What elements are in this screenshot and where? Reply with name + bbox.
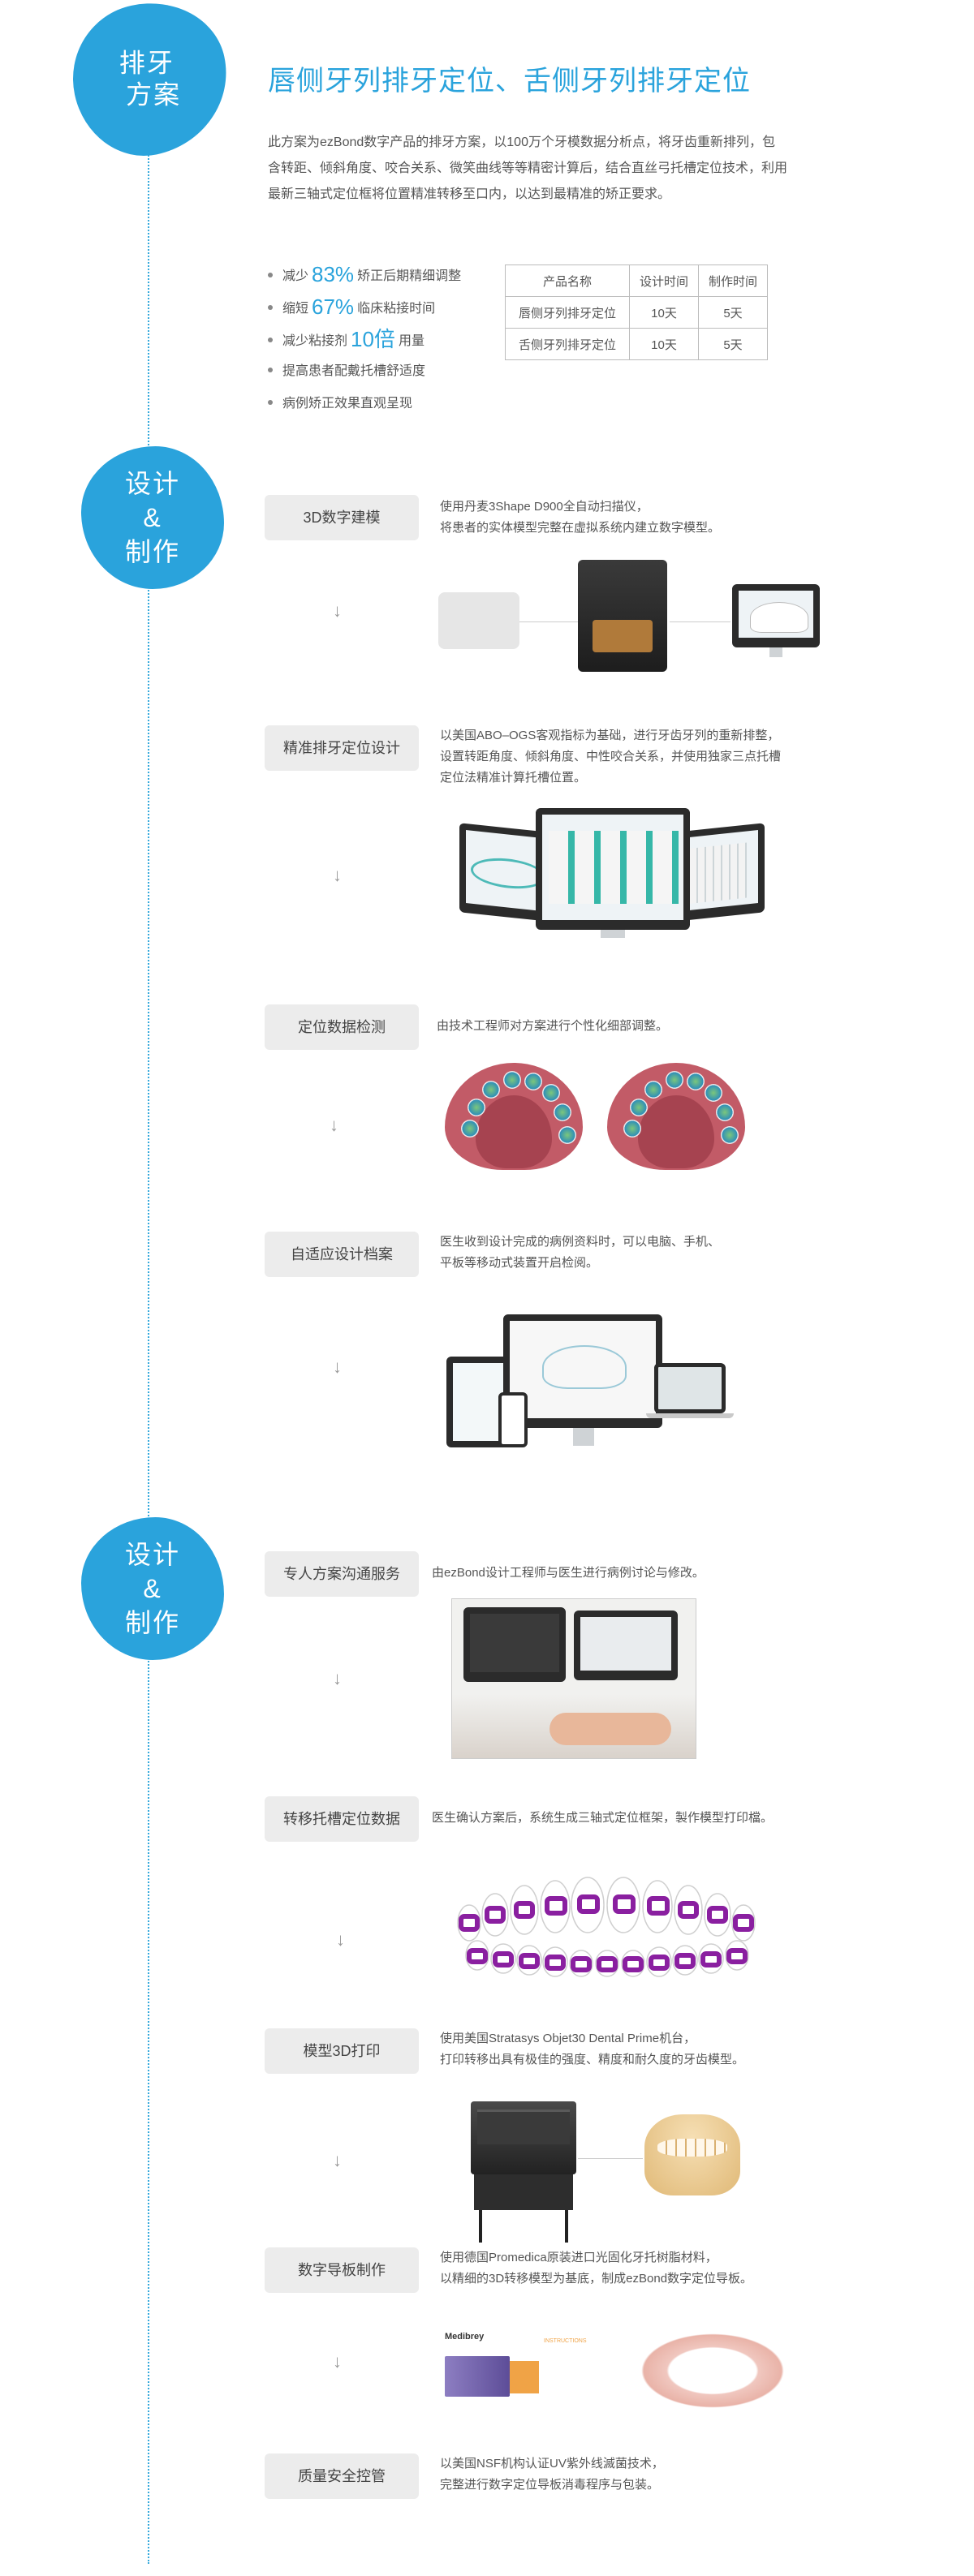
- table-header-row: 产品名称 设计时间 制作时间: [505, 264, 768, 297]
- intro-paragraph: 此方案为ezBond数字产品的排牙方案，以100万个牙模数据分析点，将牙齿重新排…: [268, 135, 788, 201]
- benefit-item: 提高患者配戴托槽舒适度: [258, 355, 502, 388]
- arrow-down-icon: ↓: [336, 1929, 345, 1950]
- step-description: 以美国NSF机构认证UV紫外线滅菌技术，完整进行数字定位导板消毒程序与包装。: [440, 2457, 664, 2492]
- product-box-image: Medibrey: [445, 2332, 542, 2405]
- desktop-monitor-image: [503, 1314, 662, 1428]
- step-label-quality-control: 质量安全控管: [265, 2453, 419, 2499]
- plaster-model-image: [438, 592, 519, 649]
- table-cell: 10天: [629, 296, 699, 329]
- step-description: 医生确认方案后，系统生成三轴式定位框架，製作模型打印檔。: [432, 1811, 774, 1825]
- timeline-dotted-line: [148, 146, 149, 2564]
- benefit-item: 病例矫正效果直观呈现: [258, 388, 502, 420]
- dental-arch-image: [607, 1063, 745, 1170]
- step-label-arrangement-design: 精准排牙定位设计: [265, 725, 419, 771]
- step-description: 由技术工程师对方案进行个性化细部调整。: [437, 1019, 669, 1033]
- step-label-3d-printing: 模型3D打印: [265, 2028, 419, 2074]
- step-description: 以美国ABO–OGS客观指标为基础，进行牙齿牙列的重新排整，设置转距角度、倾斜角…: [440, 729, 782, 785]
- step-label-transfer-data: 转移托槽定位数据: [265, 1796, 419, 1842]
- step-label-adaptive-file: 自适应设计档案: [265, 1232, 419, 1277]
- dental-arch-illustration: [445, 1063, 753, 1176]
- arrow-down-icon: ↓: [333, 2150, 342, 2170]
- arrow-down-icon: ↓: [333, 1357, 342, 1377]
- monitor-image: [732, 584, 820, 647]
- arrow-down-icon: ↓: [333, 1668, 342, 1688]
- table-header: 设计时间: [629, 264, 699, 297]
- step-description: 由ezBond设计工程师与医生进行病例讨论与修改。: [432, 1566, 705, 1580]
- 3d-scanner-image: [578, 560, 667, 672]
- printed-model-image: [644, 2114, 740, 2195]
- section-badge-scheme: 排牙 方案: [58, 0, 242, 169]
- table-header: 制作时间: [698, 264, 768, 297]
- table-row: 舌侧牙列排牙定位 10天 5天: [505, 328, 768, 360]
- arrow-down-icon: ↓: [333, 865, 342, 885]
- badge-line-1: 排牙: [119, 48, 175, 78]
- guide-plate-illustration: Medibrey INSTRUCTIONS: [445, 2329, 802, 2418]
- table-cell: 10天: [629, 328, 699, 360]
- table-row: 唇侧牙列排牙定位 10天 5天: [505, 296, 768, 329]
- step-description: 医生收到设计完成的病例资料时，可以电脑、手机、平板等移动式装置开启检阅。: [440, 1235, 721, 1270]
- table-cell: 5天: [698, 296, 768, 329]
- phone-image: [498, 1392, 528, 1447]
- section-badge-design: 设计 & 制作: [81, 446, 224, 589]
- bracket-frame-image: [457, 1877, 756, 1977]
- bracket-frame-illustration: [445, 1874, 769, 1980]
- 3d-printer-image: [471, 2101, 576, 2174]
- monitor-center-image: [536, 808, 690, 930]
- bullet-icon: [268, 338, 273, 343]
- table-header: 产品名称: [505, 264, 630, 297]
- page-title: 唇侧牙列排牙定位、舌侧牙列排牙定位: [268, 66, 751, 97]
- arrow-down-icon: ↓: [330, 1115, 338, 1135]
- consultation-photo: [451, 1598, 696, 1759]
- table-cell: 唇侧牙列排牙定位: [505, 296, 630, 329]
- step-description: 使用美国Stratasys Objet30 Dental Prime机台，打印转…: [440, 2032, 745, 2066]
- arrow-down-icon: ↓: [333, 2351, 342, 2372]
- table-cell: 5天: [698, 328, 768, 360]
- design-monitors-illustration: [459, 803, 768, 941]
- step-label-communication: 专人方案沟通服务: [265, 1551, 419, 1597]
- table-cell: 舌侧牙列排牙定位: [505, 328, 630, 360]
- bullet-icon: [268, 368, 273, 373]
- devices-illustration: [446, 1314, 734, 1460]
- step-label-3d-modeling: 3D数字建模: [265, 495, 419, 540]
- laptop-image: [654, 1363, 726, 1413]
- 3d-printer-illustration: [471, 2101, 747, 2244]
- product-table: 产品名称 设计时间 制作时间 唇侧牙列排牙定位 10天 5天 舌侧牙列排牙定位 …: [505, 264, 768, 360]
- guide-plate-image: [631, 2329, 794, 2413]
- badge-line-2: 方案: [126, 80, 182, 110]
- section-badge-design-2: 设计 & 制作: [81, 1517, 224, 1660]
- arrow-down-icon: ↓: [333, 600, 342, 621]
- step-description: 使用丹麦3Shape D900全自动扫描仪，将患者的实体模型完整在虚拟系统内建立…: [440, 500, 721, 535]
- step-label-guide-plate: 数字导板制作: [265, 2247, 419, 2293]
- bullet-icon: [268, 273, 273, 278]
- scanner-illustration: [438, 560, 828, 673]
- step-label-data-check: 定位数据检测: [265, 1004, 419, 1050]
- step-description: 使用德国Promedica原装进口光固化牙托树脂材料，以精细的3D转移模型为基底…: [440, 2251, 753, 2286]
- bullet-icon: [268, 305, 273, 311]
- dental-arch-image: [445, 1063, 583, 1170]
- bullet-icon: [268, 400, 273, 406]
